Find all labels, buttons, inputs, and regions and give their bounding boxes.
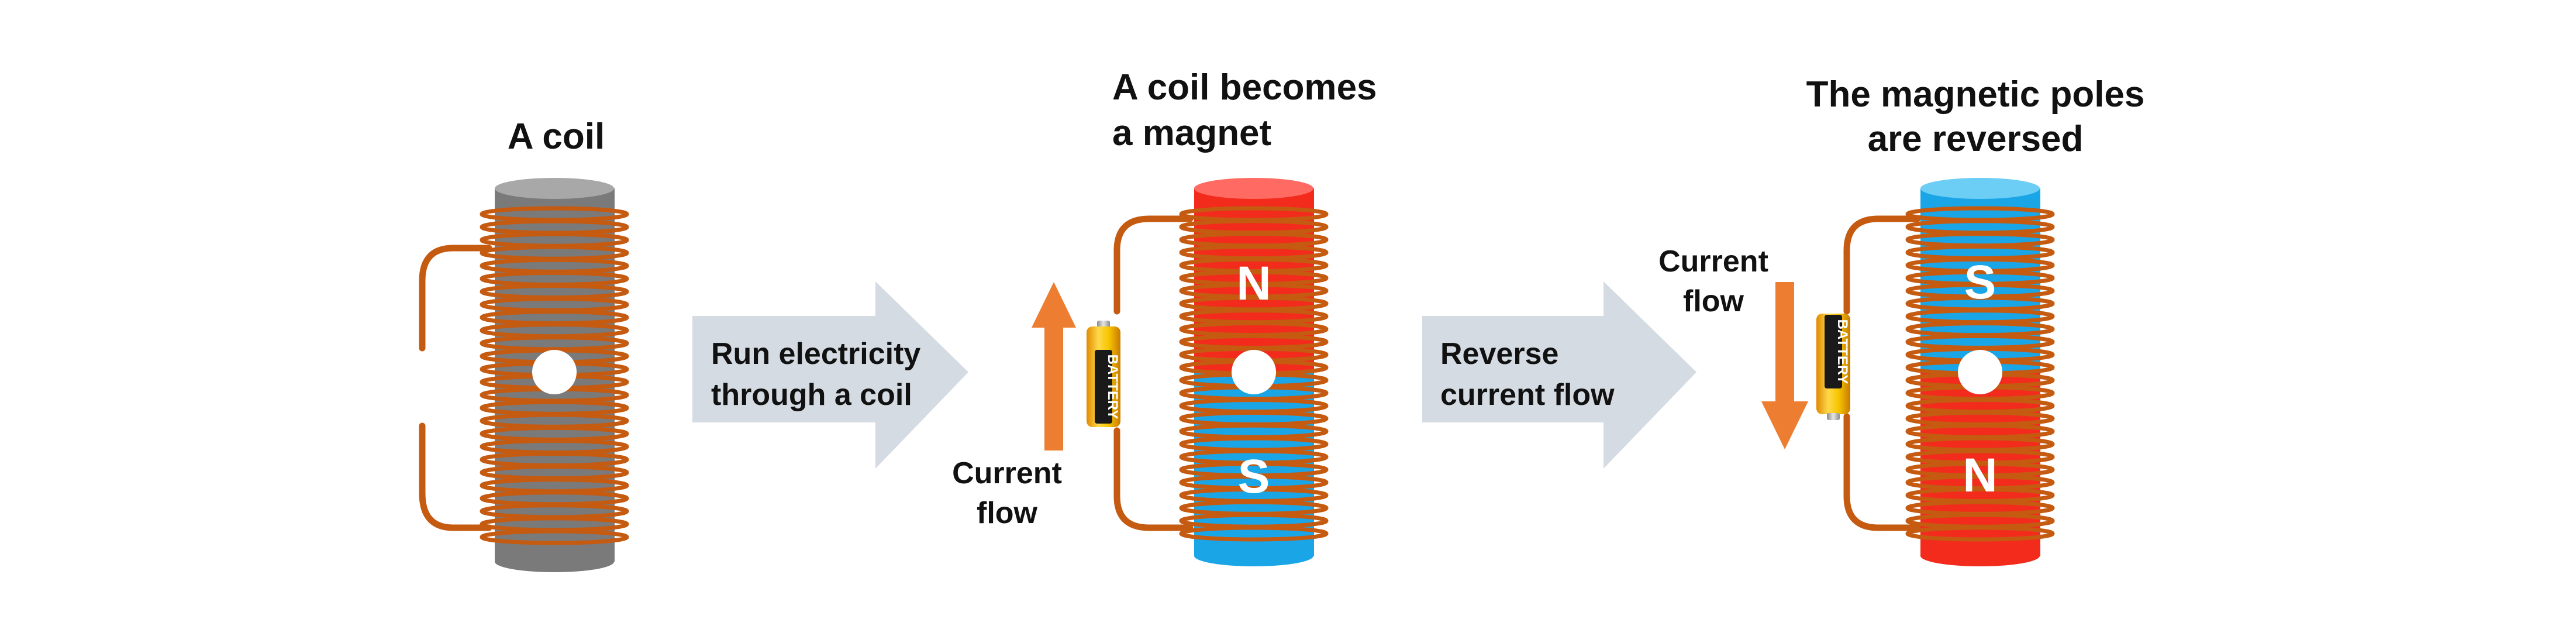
- coil-wire-loop: [419, 245, 492, 531]
- battery-label: BATTERY: [1834, 319, 1850, 384]
- core-center-dot: [1958, 350, 2002, 394]
- core-center-dot: [1232, 350, 1276, 394]
- panel2-title-line1: A coil becomes: [1112, 67, 1377, 108]
- coil-winding-turn: [1179, 525, 1329, 542]
- north-pole-label: N: [1963, 449, 1997, 502]
- panel-plain-coil: A coil: [419, 116, 629, 572]
- coil-windings: [1179, 206, 1329, 542]
- step-arrow-reverse-current: Reverse current flow: [1422, 281, 1696, 469]
- coil-wire-loop: [1113, 215, 1194, 531]
- battery-icon: BATTERY: [1816, 314, 1850, 420]
- south-pole-label: S: [1964, 256, 1996, 309]
- step2-line2: current flow: [1440, 378, 1615, 412]
- panel2-title-line2: a magnet: [1112, 113, 1271, 153]
- panel-reversed-magnet: The magnetic poles are reversed S N BATT…: [1658, 74, 2144, 566]
- panel3-title-line2: are reversed: [1868, 119, 2084, 159]
- panel3-title-line1: The magnetic poles: [1806, 74, 2145, 115]
- coil-winding-turn: [1905, 525, 2055, 542]
- step1-line2: through a coil: [711, 378, 912, 412]
- core-center-dot: [532, 350, 577, 394]
- step-arrow-run-electricity: Run electricity through a coil: [692, 281, 968, 469]
- step2-line1: Reverse: [1440, 337, 1558, 371]
- current-arrow-up: [1032, 282, 1076, 451]
- battery-label: BATTERY: [1105, 355, 1120, 419]
- battery-icon: BATTERY: [1087, 321, 1120, 427]
- current-arrow-down: [1761, 282, 1808, 449]
- current-label-line2: flow: [1683, 284, 1744, 318]
- step1-line1: Run electricity: [711, 337, 920, 371]
- current-label-line1: Current: [952, 456, 1062, 490]
- current-label-line2: flow: [977, 496, 1038, 530]
- north-pole-label: N: [1236, 257, 1271, 310]
- panel-electromagnet: A coil becomes a magnet N S BATTERY Curr…: [952, 67, 1377, 566]
- coil-winding-turn: [480, 529, 629, 545]
- current-label-line1: Current: [1658, 245, 1768, 278]
- south-pole-label: S: [1238, 450, 1270, 503]
- panel1-title: A coil: [508, 116, 605, 157]
- coil-wire-loop: [1843, 215, 1921, 531]
